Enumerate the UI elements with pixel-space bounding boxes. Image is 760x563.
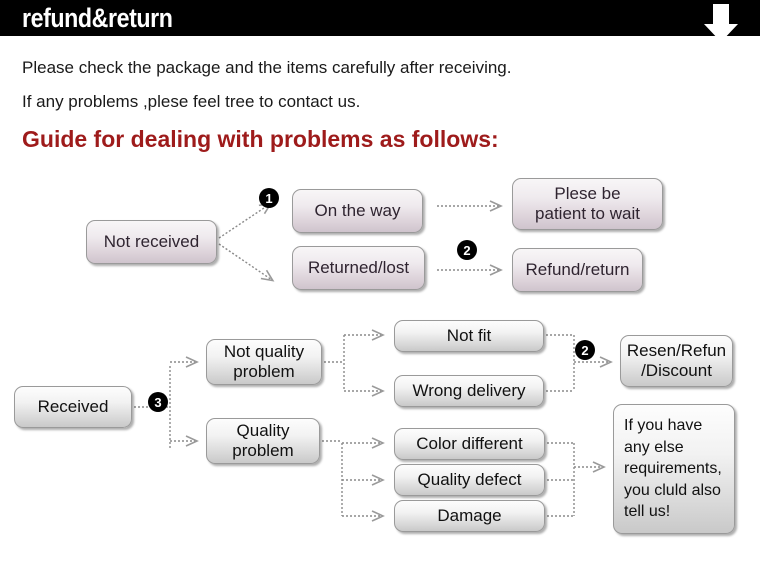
- flow-node-resend-refund-discount[interactable]: Resen/Refun /Discount: [620, 335, 733, 387]
- flow-node-color-different[interactable]: Color different: [394, 428, 545, 460]
- flow-node-not-received[interactable]: Not received: [86, 220, 217, 264]
- flow-node-quality-problem-line2: problem: [232, 441, 294, 460]
- flow-node-damage[interactable]: Damage: [394, 500, 545, 532]
- flow-node-else-requirements-line3: requirements,: [624, 460, 722, 478]
- intro-line-2: If any problems ,plese feel tree to cont…: [22, 92, 361, 111]
- flow-node-quality-problem-line1: Quality: [236, 420, 290, 440]
- flow-node-received[interactable]: Received: [14, 386, 132, 428]
- arrow-down-icon: [704, 4, 738, 42]
- step-marker-3: 3: [148, 392, 168, 412]
- guide-heading: Guide for dealing with problems as follo…: [22, 126, 499, 152]
- flow-node-quality-defect[interactable]: Quality defect: [394, 464, 545, 496]
- flow-node-resend-refund-discount-line2: /Discount: [641, 361, 712, 380]
- step-marker-2: 2: [457, 240, 477, 260]
- flow-node-else-requirements-line2: any else: [624, 438, 684, 456]
- header-bar: [0, 0, 760, 36]
- intro-line-1: Please check the package and the items c…: [22, 58, 512, 77]
- flow-node-not-quality-problem[interactable]: Not quality problem: [206, 339, 322, 385]
- flow-node-please-be-patient-line2: patient to wait: [535, 204, 640, 223]
- flow-node-else-requirements-line4: you cluld also: [624, 481, 721, 499]
- flow-node-please-be-patient[interactable]: Plese be patient to wait: [512, 178, 663, 230]
- flow-node-wrong-delivery[interactable]: Wrong delivery: [394, 375, 544, 407]
- step-marker-1: 1: [259, 188, 279, 208]
- flow-node-quality-problem[interactable]: Quality problem: [206, 418, 320, 464]
- step-marker-2-lower: 2: [575, 340, 595, 360]
- flow-node-else-requirements-line1: If you have: [624, 417, 703, 435]
- flow-node-resend-refund-discount-line1: Resen/Refun: [626, 340, 727, 360]
- flow-node-else-requirements[interactable]: If you have any else requirements, you c…: [613, 404, 735, 534]
- flow-node-returned-lost[interactable]: Returned/lost: [292, 246, 425, 290]
- page-title: refund&return: [22, 3, 173, 33]
- flow-node-on-the-way[interactable]: On the way: [292, 189, 423, 233]
- flow-node-please-be-patient-line1: Plese be: [554, 183, 621, 203]
- flow-node-not-quality-problem-line1: Not quality: [223, 341, 305, 361]
- flow-node-refund-return[interactable]: Refund/return: [512, 248, 643, 292]
- flow-node-not-quality-problem-line2: problem: [233, 362, 295, 381]
- flow-node-else-requirements-line5: tell us!: [624, 503, 671, 521]
- flow-node-not-fit[interactable]: Not fit: [394, 320, 544, 352]
